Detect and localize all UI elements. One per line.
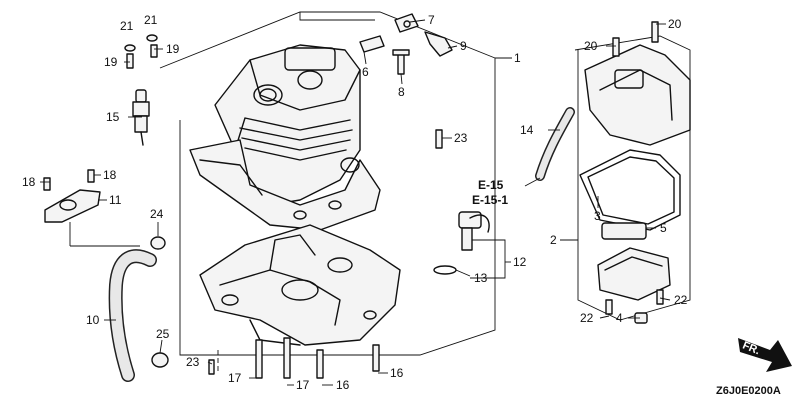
callout-23-upper: 23 <box>454 131 468 145</box>
dowel-pin-23-lower <box>208 359 215 375</box>
callout-24: 24 <box>150 207 164 221</box>
callout-19-left: 19 <box>104 55 118 69</box>
bolt-16-right <box>372 344 380 372</box>
callout-22-left: 22 <box>580 311 594 325</box>
dowel-pin-23-upper <box>435 129 443 149</box>
oil-level-switch-12 <box>458 211 490 251</box>
breather-hose-14 <box>535 107 575 181</box>
cylinder-head <box>214 44 361 206</box>
breather-separator <box>597 247 671 301</box>
callout-17-right: 17 <box>296 378 310 392</box>
rocker-arm-9 <box>424 31 453 57</box>
hose-clamp-25 <box>151 352 169 368</box>
spark-plug <box>132 89 150 146</box>
assembly-outline-1 <box>159 11 512 356</box>
crankcase-upper <box>189 139 381 231</box>
callout-15: 15 <box>106 110 120 124</box>
diagram-code: Z6J0E0200A <box>716 385 781 397</box>
callout-23-lower: 23 <box>186 355 200 369</box>
hose-clamp-24 <box>150 236 166 250</box>
rocker-arm-7 <box>394 13 419 33</box>
callout-3: 3 <box>594 209 601 223</box>
bolt-20-left <box>612 37 620 57</box>
callout-9: 9 <box>460 39 467 53</box>
callout-14: 14 <box>520 123 534 137</box>
bolt-17-left <box>255 339 263 379</box>
callout-4: 4 <box>616 311 623 325</box>
bolt-22-right <box>656 289 664 305</box>
callout-2: 2 <box>550 233 557 247</box>
callout-22-right: 22 <box>674 293 688 307</box>
bolt-19-right <box>150 44 158 58</box>
bolt-16-left <box>316 349 324 379</box>
callout-20-right: 20 <box>668 17 682 31</box>
callout-11: 11 <box>109 193 122 207</box>
bolt-19-left <box>126 53 134 69</box>
callout-labels: 1 2 3 4 5 6 7 8 9 10 11 12 13 14 15 16 1… <box>22 13 688 392</box>
callout-6: 6 <box>362 65 369 79</box>
bolt-20-right <box>651 21 659 43</box>
o-ring-13 <box>433 265 457 275</box>
front-direction-arrow: FR. <box>738 338 792 372</box>
reference-e15-1: E-15-1 <box>472 193 508 207</box>
washer-21-right <box>146 34 158 42</box>
callout-12: 12 <box>513 255 527 269</box>
callout-19-right: 19 <box>166 42 180 56</box>
head-cover-gasket-3 <box>579 149 681 231</box>
leader-lines <box>40 19 671 386</box>
seal-5 <box>601 222 647 240</box>
bolt-18-left <box>43 177 51 191</box>
bolt-18-right <box>87 169 95 183</box>
callout-13: 13 <box>474 271 488 285</box>
callout-16-left: 16 <box>336 378 350 392</box>
callout-1: 1 <box>514 51 521 65</box>
callout-10: 10 <box>86 313 100 327</box>
callout-20-left: 20 <box>584 39 598 53</box>
intake-gasket-11 <box>44 189 101 223</box>
reference-e15: E-15 <box>478 178 504 192</box>
head-cover <box>584 44 691 146</box>
callout-17-left: 17 <box>228 371 242 385</box>
bolt-22-left <box>605 299 613 315</box>
bolt-17-right <box>283 337 291 379</box>
washer-21-left <box>124 44 136 52</box>
crankcase-lower <box>199 224 401 346</box>
callout-18-right: 18 <box>103 168 117 182</box>
breather-tube-10 <box>108 249 157 382</box>
callout-7: 7 <box>428 13 435 27</box>
pivot-bolt-8 <box>392 49 410 75</box>
assembly-outline-2 <box>560 35 691 321</box>
bracket-12-13 <box>470 239 511 279</box>
callout-18-left: 18 <box>22 175 36 189</box>
callout-8: 8 <box>398 85 405 99</box>
callout-21-right: 21 <box>144 13 158 27</box>
callout-21-left: 21 <box>120 19 134 33</box>
rocker-arm-6 <box>359 35 385 53</box>
callout-25: 25 <box>156 327 170 341</box>
callout-16-right: 16 <box>390 366 404 380</box>
callout-5: 5 <box>660 221 667 235</box>
